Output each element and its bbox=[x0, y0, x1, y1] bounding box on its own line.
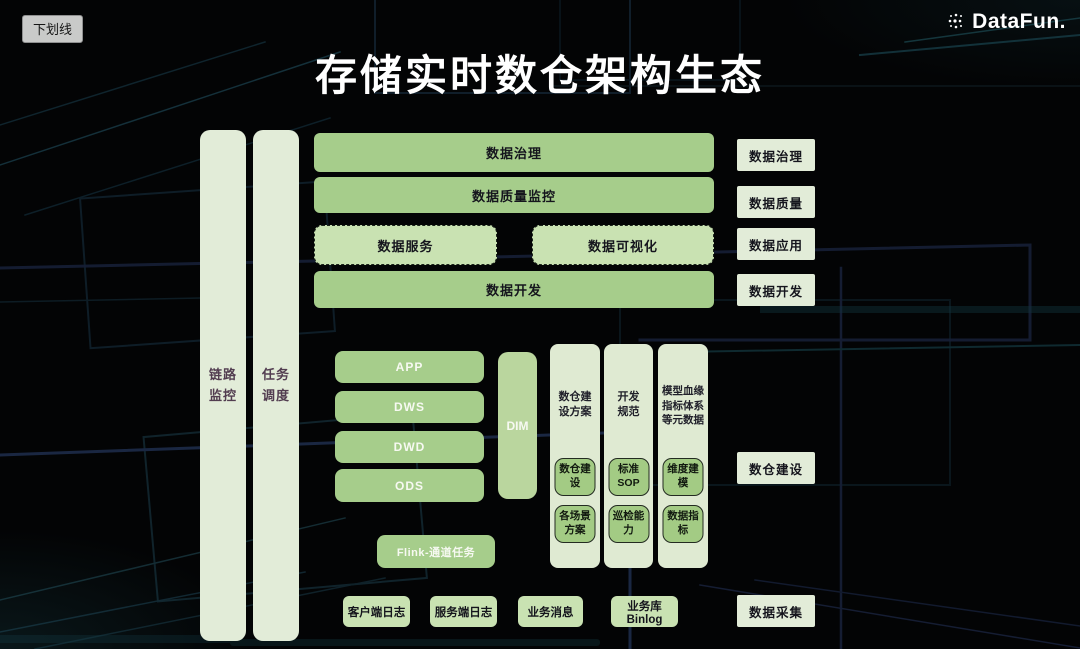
bar-data-quality-monitoring: 数据质量监控 bbox=[314, 177, 714, 213]
corner-glow-top bbox=[780, 0, 1080, 90]
layer-ods: ODS bbox=[335, 469, 484, 502]
panel-item-standard-sop: 标准SOP bbox=[608, 458, 649, 496]
corner-tag: 下划线 bbox=[22, 15, 84, 43]
datafun-logo-text: DataFun. bbox=[972, 10, 1066, 33]
right-label-data-collection: 数据采集 bbox=[737, 595, 815, 627]
bar-data-governance: 数据治理 bbox=[314, 133, 714, 172]
right-label-data-quality: 数据质量 bbox=[737, 186, 815, 218]
panel-title: 开发 规范 bbox=[617, 391, 640, 419]
right-label-warehouse-construction: 数仓建设 bbox=[737, 452, 815, 484]
panel-metadata: 模型血缘 指标体系 等元数据 维度建模 数据指标 bbox=[658, 344, 708, 568]
rail-task-scheduling: 任务 调度 bbox=[253, 130, 299, 641]
panel-title: 模型血缘 指标体系 等元数据 bbox=[662, 385, 704, 427]
right-label-data-application: 数据应用 bbox=[737, 228, 815, 260]
datafun-logo: DataFun. bbox=[947, 10, 1066, 34]
layer-dwd: DWD bbox=[335, 431, 484, 463]
box-data-service: 数据服务 bbox=[314, 225, 497, 265]
page-title: 存储实时数仓架构生态 bbox=[314, 52, 765, 99]
panel-item-warehouse-construction: 数仓建设 bbox=[554, 458, 596, 496]
panel-item-data-metrics: 数据指标 bbox=[662, 505, 704, 543]
bar-flink-channel-task: Flink-通道任务 bbox=[377, 535, 495, 568]
source-business-message: 业务消息 bbox=[518, 596, 583, 627]
panel-item-scenario-plans: 各场景 方案 bbox=[554, 505, 596, 543]
datafun-logo-dots-icon bbox=[948, 13, 963, 29]
panel-title: 数仓建 设方案 bbox=[558, 391, 592, 419]
bar-data-development: 数据开发 bbox=[314, 271, 714, 308]
right-label-data-governance: 数据治理 bbox=[737, 139, 815, 171]
panel-item-inspection-ability: 巡检能力 bbox=[608, 505, 649, 543]
box-data-visualization: 数据可视化 bbox=[532, 225, 714, 265]
panel-dev-standards: 开发 规范 标准SOP 巡检能力 bbox=[604, 344, 653, 568]
layer-app: APP bbox=[335, 351, 484, 383]
column-dim: DIM bbox=[498, 352, 537, 499]
panel-warehouse-construction-plan: 数仓建 设方案 数仓建设 各场景 方案 bbox=[550, 344, 600, 568]
source-client-log: 客户端日志 bbox=[343, 596, 410, 627]
source-server-log: 服务端日志 bbox=[430, 596, 497, 627]
layer-dws: DWS bbox=[335, 391, 484, 423]
right-label-data-development: 数据开发 bbox=[737, 274, 815, 306]
rail-link-monitoring: 链路 监控 bbox=[200, 130, 246, 641]
source-business-binlog: 业务库Binlog bbox=[611, 596, 678, 627]
panel-item-dimension-modeling: 维度建模 bbox=[662, 458, 704, 496]
